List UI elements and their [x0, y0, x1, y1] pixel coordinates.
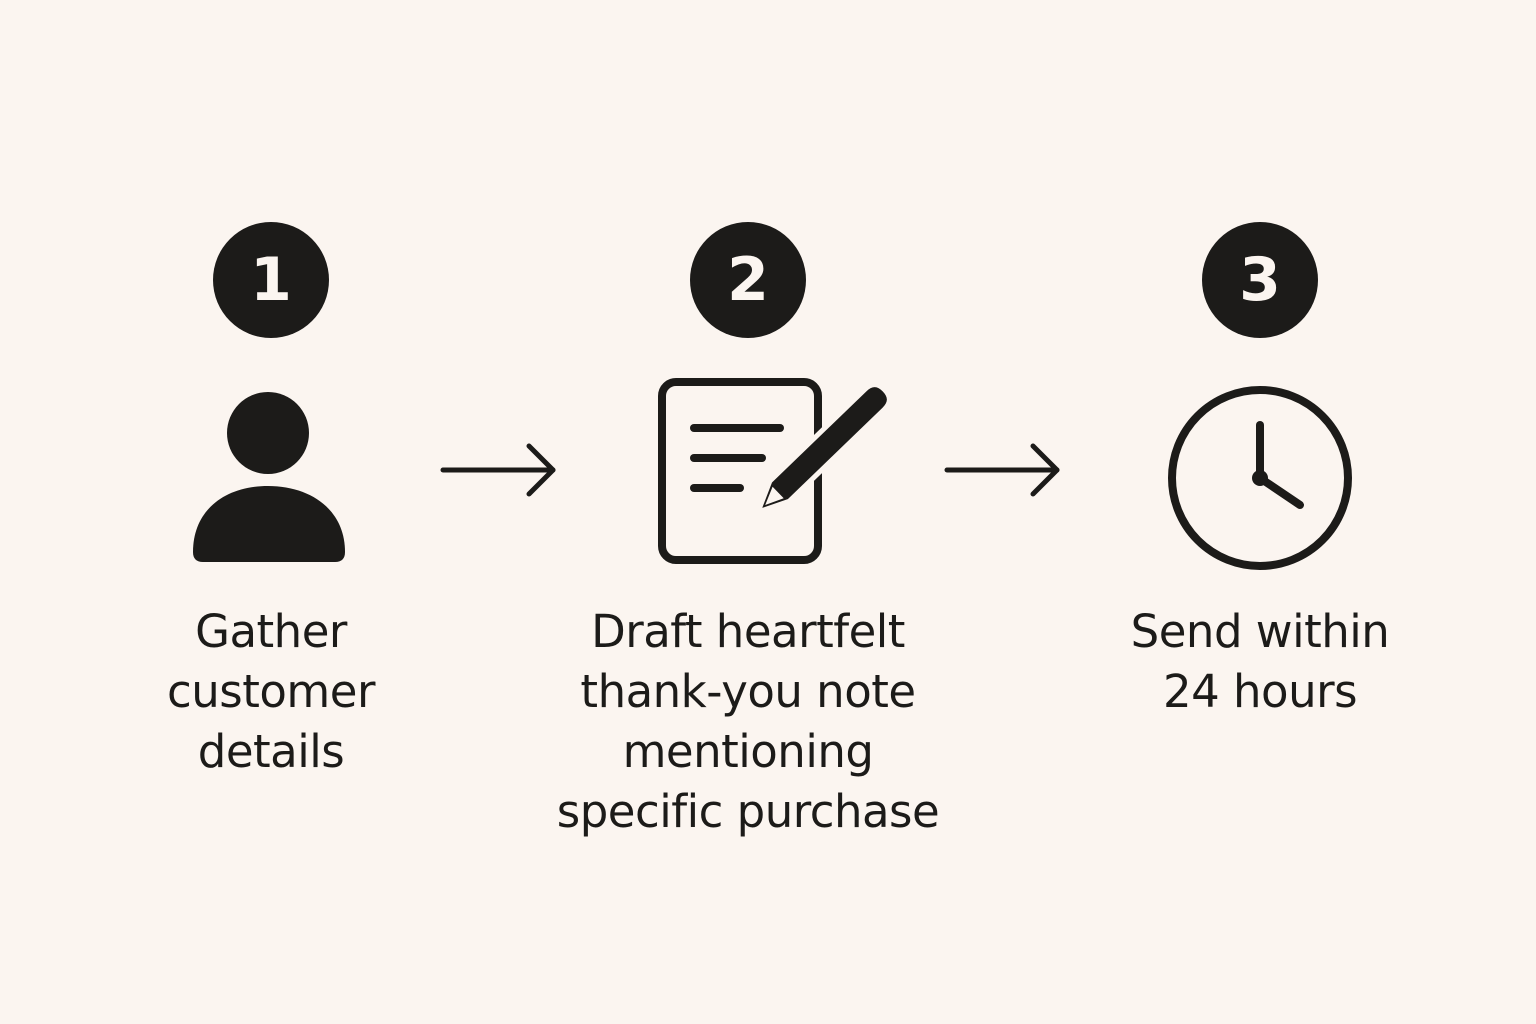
step-number-badge-3: 3: [1202, 222, 1318, 338]
step-label-3: Send within 24 hours: [1130, 605, 1390, 718]
step-2: 2 Draft heartfelt thank-you note mention…: [528, 0, 968, 1024]
arrow-right-icon: [944, 443, 1060, 497]
step-1: 1 Gather customer details: [51, 0, 491, 1024]
clock-icon: [1168, 386, 1352, 570]
step-3: 3 Send within 24 hours: [1040, 0, 1480, 1024]
step-label-2: Draft heartfelt thank-you note mentionin…: [556, 605, 940, 838]
step-number-badge-1: 1: [213, 222, 329, 338]
step-label-1: Gather customer details: [167, 605, 375, 778]
step-number-badge-2: 2: [690, 222, 806, 338]
arrow-right-icon: [440, 443, 556, 497]
person-icon: [193, 392, 345, 562]
note-pencil-icon: [658, 378, 890, 564]
